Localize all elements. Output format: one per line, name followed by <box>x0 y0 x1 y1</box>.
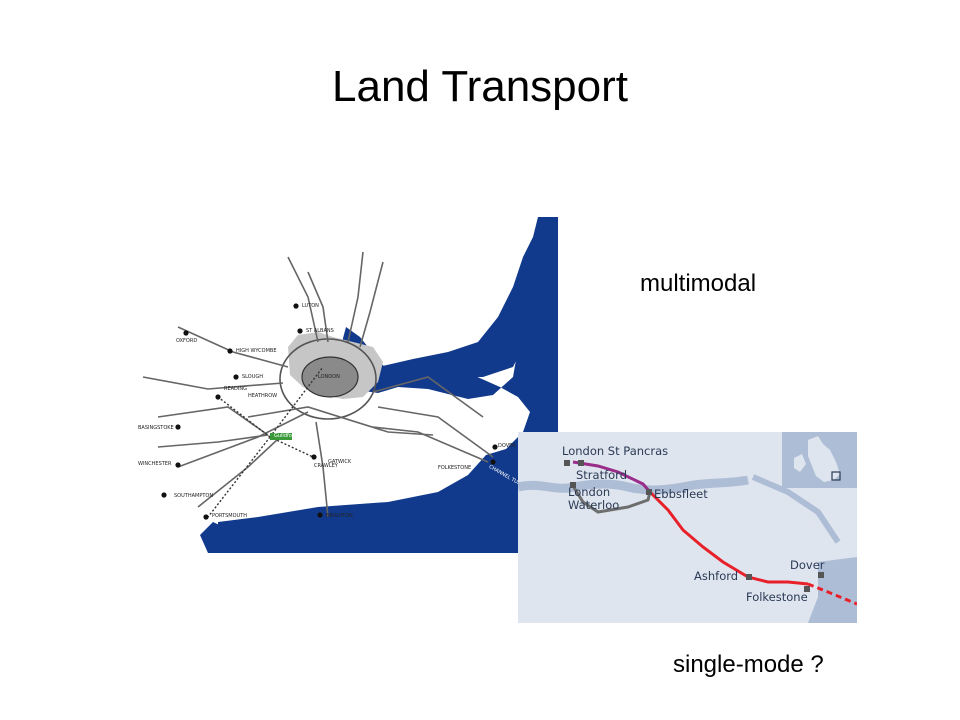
place-label: OXFORD <box>176 338 198 344</box>
rail-map-graphic <box>518 432 857 623</box>
place-label: BRIGHTON <box>326 513 353 519</box>
caption-single-mode: single-mode ? <box>673 651 824 678</box>
place-label: SOUTHAMPTON <box>174 493 214 499</box>
place-label: FOLKESTONE <box>438 465 472 471</box>
place-label: Guildford <box>274 433 297 439</box>
waterloo-link <box>571 485 652 514</box>
station-label: Stratford <box>576 468 628 482</box>
caption-multimodal: multimodal <box>640 270 757 297</box>
inset-ireland <box>794 454 806 472</box>
place-label: BASINGSTOKE <box>138 425 174 431</box>
station-label: London Waterloo <box>568 485 620 512</box>
place-label: PORTSMOUTH <box>212 513 248 519</box>
london-centre <box>301 356 359 398</box>
rail-map-image: London St Pancras Stratford London Water… <box>518 432 857 623</box>
section1-line <box>572 460 652 493</box>
hs1-line <box>648 490 809 586</box>
place-label: HIGH WYCOMBE <box>236 348 277 354</box>
river <box>518 475 749 495</box>
station-label: London St Pancras <box>562 444 669 458</box>
station-label: Folkestone <box>746 590 808 604</box>
hs1-continuation <box>807 582 857 606</box>
place-label: GATWICK <box>328 459 352 465</box>
guildford-marker <box>270 433 292 440</box>
sea-area <box>218 217 558 553</box>
road-map-graphic <box>142 217 558 553</box>
thames-estuary <box>518 480 857 623</box>
place-label: ST ALBANS <box>306 328 334 334</box>
place-label: SLOUGH <box>242 374 264 380</box>
place-label: READING <box>224 386 247 392</box>
station-label: Dover <box>790 558 825 572</box>
place-label: HEATHROW <box>248 393 278 399</box>
place-label: DOVER <box>498 443 516 449</box>
place-label: WINCHESTER <box>138 461 172 467</box>
place-label: LUTON <box>302 303 319 309</box>
estuary <box>343 217 558 385</box>
slide-title: Land Transport <box>332 62 628 111</box>
inset-land <box>808 436 840 482</box>
south-coast-water <box>200 522 228 553</box>
station-label: Ashford <box>694 569 739 583</box>
coast <box>751 474 841 544</box>
station-label: Ebbsfleet <box>654 487 708 501</box>
inset-highlight <box>831 471 841 481</box>
road-map-image: LUTON ST ALBANS OXFORD HIGH WYCOMBE SLOU… <box>138 217 558 553</box>
place-label: CRAWLEY <box>314 463 338 469</box>
place-label: LONDON <box>318 374 340 380</box>
